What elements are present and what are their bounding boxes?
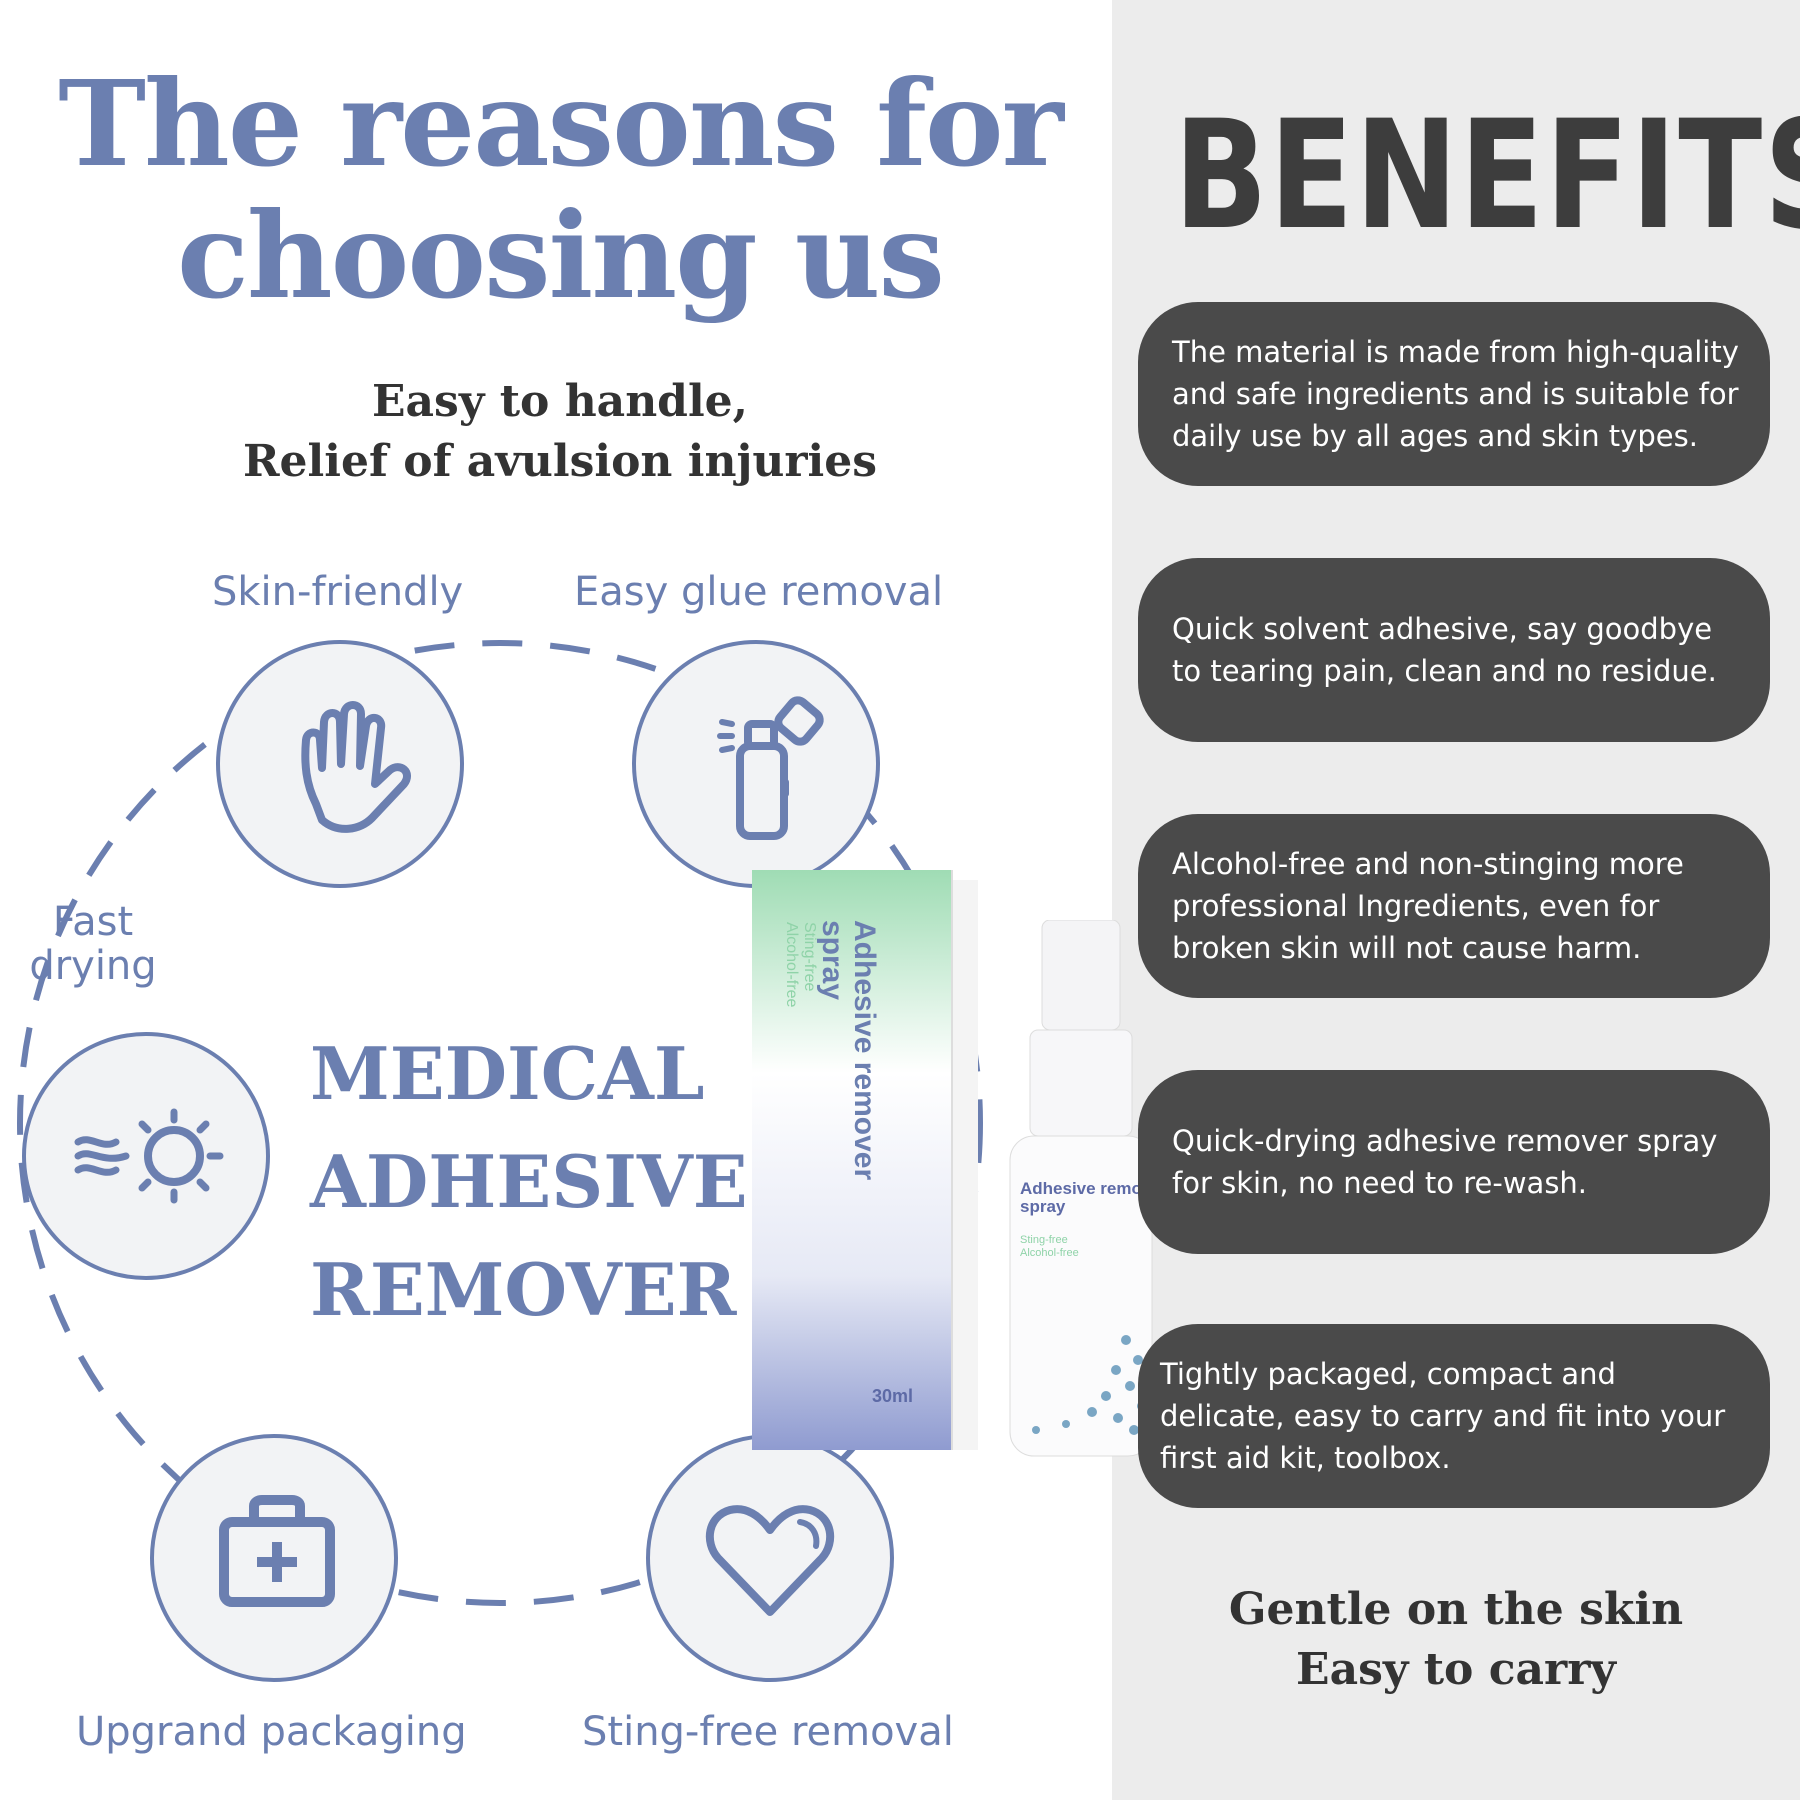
product-bottle-name-line-1: Adhesive remover — [1020, 1179, 1168, 1198]
product-bottle-tag-1: Sting-free — [1020, 1234, 1068, 1246]
product-title-line-3: REMOVER — [310, 1247, 737, 1332]
product-box: Adhesive remover spray Sting-free Alcoho… — [752, 870, 982, 1450]
benefits-footer: Gentle on the skin Easy to carry — [1112, 1580, 1800, 1700]
benefit-item: The material is made from high-quality a… — [1138, 302, 1770, 486]
product-box-name: Adhesive remover spray — [816, 920, 881, 1181]
first-aid-kit-icon — [219, 1495, 335, 1607]
product-bottle-art — [1009, 919, 1153, 1457]
product-box-art — [752, 870, 978, 1450]
headline: The reasons for choosing us — [30, 58, 1090, 322]
product-box-name-line-2: spray — [816, 920, 849, 1001]
feature-label-fast-drying: Fast drying — [28, 900, 158, 988]
feature-circle-sting-free-removal — [646, 1434, 894, 1682]
subline-line-1: Easy to handle, — [372, 376, 748, 427]
headline-line-1: The reasons for — [58, 54, 1064, 193]
sun-wind-icon — [74, 1108, 224, 1204]
dashed-ring — [17, 640, 983, 1606]
spray-bottle-icon — [717, 696, 824, 840]
feature-circle-easy-glue-removal — [632, 640, 880, 888]
feature-label-skin-friendly: Skin-friendly — [212, 569, 464, 615]
benefit-text: Tightly packaged, compact and delicate, … — [1160, 1357, 1726, 1475]
product-box-tag-2: Alcohol-free — [783, 922, 800, 1008]
product-bottle-tag-2: Alcohol-free — [1020, 1247, 1079, 1259]
product-box-volume: 30ml — [872, 1386, 914, 1406]
benefit-text: Quick solvent adhesive, say goodbye to t… — [1172, 612, 1717, 688]
fast-drying-line-2: drying — [29, 943, 157, 989]
product-box-name-line-1: Adhesive remover — [848, 920, 881, 1181]
benefit-text: Quick-drying adhesive remover spray for … — [1172, 1124, 1718, 1200]
subline: Easy to handle, Relief of avulsion injur… — [60, 372, 1060, 492]
fast-drying-line-1: Fast — [52, 899, 134, 945]
feature-circle-skin-friendly — [216, 640, 464, 888]
product-box-tag-1: Sting-free — [801, 922, 818, 992]
benefits-footer-line-2: Easy to carry — [1296, 1644, 1616, 1695]
benefit-item: Alcohol-free and non-stinging more profe… — [1138, 814, 1770, 998]
benefits-title: BENEFITS — [1173, 89, 1800, 263]
benefits-footer-line-1: Gentle on the skin — [1228, 1584, 1684, 1635]
product-bottle-name: Adhesive remover spray — [1020, 1180, 1167, 1216]
benefit-text: The material is made from high-quality a… — [1172, 335, 1739, 453]
headline-line-2: choosing us — [177, 186, 945, 325]
benefit-item: Tightly packaged, compact and delicate, … — [1138, 1324, 1770, 1508]
product-box-tags: Sting-free Alcohol-free — [782, 922, 818, 1007]
feature-label-upgrand-packaging: Upgrand packaging — [76, 1709, 467, 1755]
hand-icon — [301, 701, 411, 833]
product-title-line-2: ADHESIVE — [310, 1139, 748, 1224]
product-title: MEDICAL ADHESIVE REMOVER — [310, 1020, 748, 1344]
benefit-text: Alcohol-free and non-stinging more profe… — [1172, 847, 1684, 965]
heart-icon — [706, 1505, 834, 1616]
feature-circle-upgrand-packaging — [150, 1434, 398, 1682]
product-title-line-1: MEDICAL — [310, 1031, 705, 1116]
benefit-item: Quick solvent adhesive, say goodbye to t… — [1138, 558, 1770, 742]
product-bottle-name-line-2: spray — [1020, 1197, 1066, 1216]
benefit-item: Quick-drying adhesive remover spray for … — [1138, 1070, 1770, 1254]
subline-line-2: Relief of avulsion injuries — [242, 436, 878, 487]
feature-circle-fast-drying — [22, 1032, 270, 1280]
product-bottle-tags: Sting-free Alcohol-free — [1020, 1234, 1079, 1260]
feature-label-sting-free-removal: Sting-free removal — [582, 1709, 954, 1755]
product-bottle: Adhesive remover spray Sting-free Alcoho… — [1006, 919, 1167, 1460]
feature-label-easy-glue-removal: Easy glue removal — [574, 569, 944, 615]
